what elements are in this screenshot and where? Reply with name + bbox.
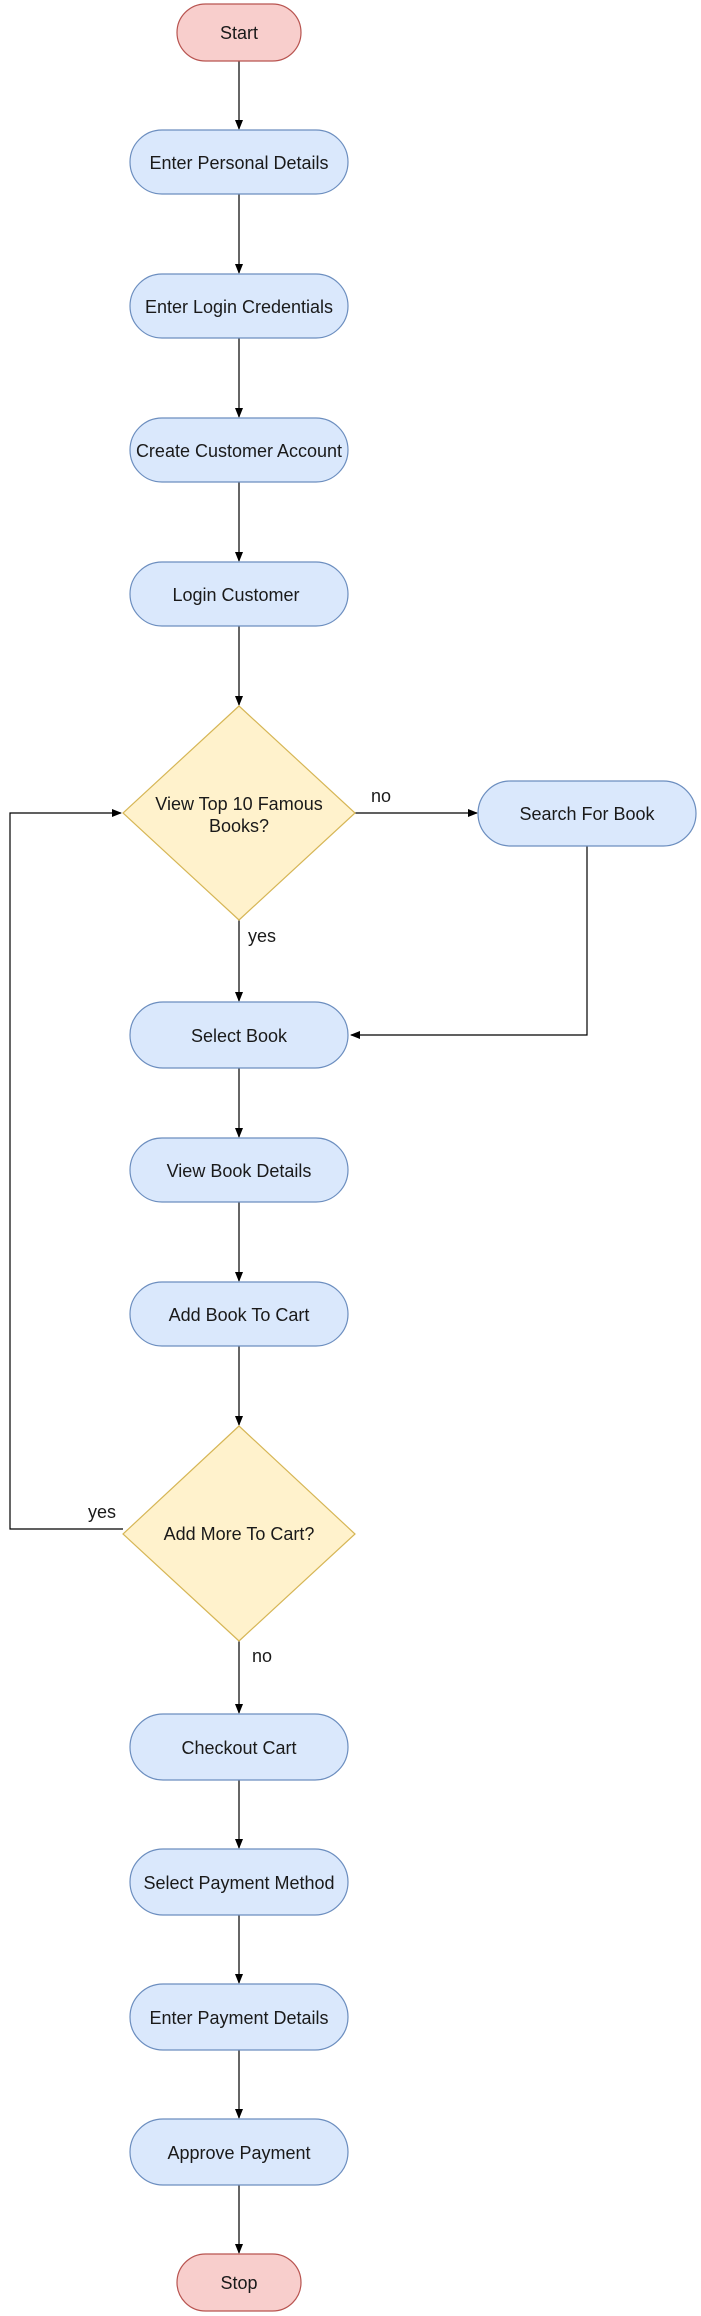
enter-payment-details-node[interactable]: Enter Payment Details (129, 1983, 349, 2051)
create-customer-account-node[interactable]: Create Customer Account (129, 417, 349, 483)
login-customer-node[interactable]: Login Customer (129, 561, 349, 627)
search-for-book-node[interactable]: Search For Book (477, 780, 697, 847)
arrow-search-to-select-book (350, 846, 588, 1039)
checkout-cart-label: Checkout Cart (181, 1738, 296, 1758)
enter-personal-details-shape (129, 129, 349, 195)
add-book-to-cart-node[interactable]: Add Book To Cart (129, 1281, 349, 1347)
select-book-node[interactable]: Select Book (129, 1001, 349, 1069)
add-more-to-cart-decision-shape (122, 1425, 356, 1642)
select-payment-method-node[interactable]: Select Payment Method (129, 1848, 349, 1916)
enter-login-credentials-shape (129, 273, 349, 339)
add-book-to-cart-label: Add Book To Cart (169, 1305, 310, 1325)
enter-payment-details-shape (129, 1983, 349, 2051)
stop-label: Stop (220, 2273, 257, 2293)
stop-shape (176, 2253, 302, 2312)
view-book-details-label: View Book Details (167, 1161, 312, 1181)
add-more-to-cart-decision-node[interactable]: Add More To Cart? (122, 1425, 356, 1642)
connectors (9, 61, 588, 2254)
approve-payment-shape (129, 2118, 349, 2186)
add-book-to-cart-shape (129, 1281, 349, 1347)
view-top-10-decision-shape (122, 705, 356, 921)
enter-login-credentials-node[interactable]: Enter Login Credentials (129, 273, 349, 339)
enter-personal-details-node[interactable]: Enter Personal Details (129, 129, 349, 195)
login-customer-shape (129, 561, 349, 627)
checkout-cart-node[interactable]: Checkout Cart (129, 1713, 349, 1781)
create-customer-account-shape (129, 417, 349, 483)
enter-login-credentials-label: Enter Login Credentials (145, 297, 333, 317)
select-book-label: Select Book (191, 1026, 288, 1046)
edge-label-more-no: no (252, 1646, 272, 1666)
edge-label-more-yes: yes (88, 1502, 116, 1522)
search-for-book-shape (477, 780, 697, 847)
edge-label-top10-yes: yes (248, 926, 276, 946)
view-top-10-label-line1: View Top 10 Famous (155, 794, 322, 814)
view-top-10-label-line2: Books? (209, 816, 269, 836)
arrow-more-yes-loop-to-top10 (9, 809, 123, 1530)
add-more-to-cart-label: Add More To Cart? (164, 1524, 315, 1544)
edge-label-top10-no: no (371, 786, 391, 806)
view-book-details-node[interactable]: View Book Details (129, 1137, 349, 1203)
view-book-details-shape (129, 1137, 349, 1203)
stop-node[interactable]: Stop (176, 2253, 302, 2312)
approve-payment-node[interactable]: Approve Payment (129, 2118, 349, 2186)
start-node[interactable]: Start (176, 3, 302, 62)
approve-payment-label: Approve Payment (167, 2143, 310, 2163)
login-customer-label: Login Customer (172, 585, 299, 605)
edge-labels: no yes yes no (88, 786, 391, 1666)
view-top-10-decision-node[interactable]: View Top 10 Famous Books? (122, 705, 356, 921)
enter-payment-details-label: Enter Payment Details (149, 2008, 328, 2028)
select-payment-method-shape (129, 1848, 349, 1916)
start-shape (176, 3, 302, 62)
search-for-book-label: Search For Book (519, 804, 655, 824)
checkout-cart-shape (129, 1713, 349, 1781)
select-book-shape (129, 1001, 349, 1069)
select-payment-method-label: Select Payment Method (143, 1873, 334, 1893)
enter-personal-details-label: Enter Personal Details (149, 153, 328, 173)
start-label: Start (220, 23, 258, 43)
create-customer-account-label: Create Customer Account (136, 441, 342, 461)
